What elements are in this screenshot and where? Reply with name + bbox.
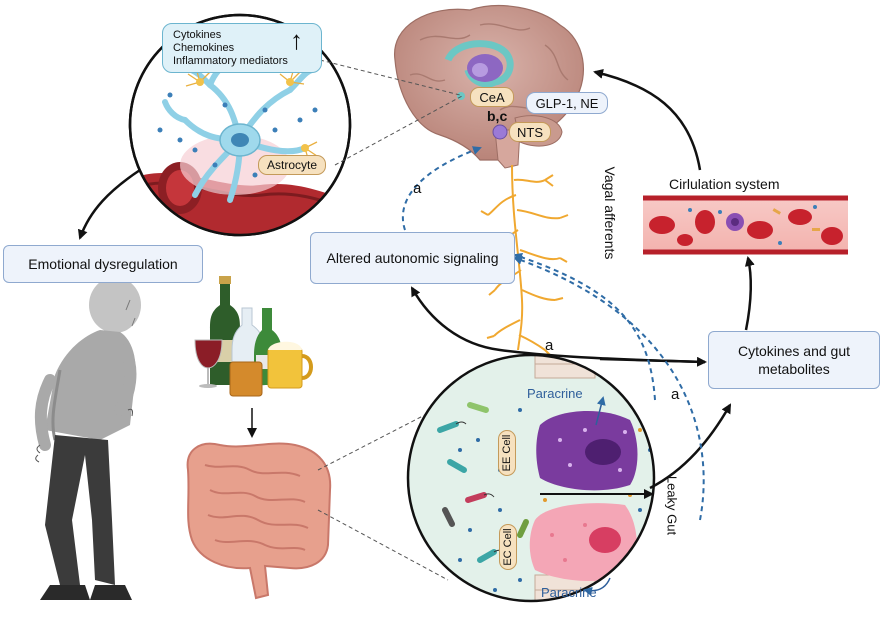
dashed-arrow-gut-to-autonomic <box>513 252 656 401</box>
mediator-chemokines: Chemokines <box>173 41 235 54</box>
arrow-astrocyte-to-emotional <box>77 168 141 240</box>
zoom-line-gut-bottom <box>317 509 449 581</box>
cea-label: CeA <box>470 87 514 107</box>
mediator-cytokines: Cytokines <box>173 28 222 41</box>
gut-bubble <box>406 353 656 603</box>
bc-label: b,c <box>487 108 508 124</box>
nts-label: NTS <box>509 122 551 142</box>
zoom-line-brain-top <box>319 59 461 96</box>
ec-cell-label: EC Cell <box>499 524 517 570</box>
leaky-gut-label: Leaky Gut <box>664 475 680 536</box>
arrow-circulation-to-brain <box>593 68 702 171</box>
emotional-dysregulation-box: Emotional dysregulation <box>3 245 203 283</box>
zoom-line-brain-bottom <box>334 95 463 166</box>
circulation-vessel <box>643 195 848 255</box>
autonomic-signaling-box: Altered autonomic signaling <box>310 232 515 284</box>
arrow-to-cytokines-box <box>599 356 707 367</box>
brain-illustration <box>394 5 584 169</box>
mediators-pill: Cytokines Chemokines Inflammatory mediat… <box>162 23 322 73</box>
intestine-illustration <box>186 442 332 600</box>
pathway-a-right-label: a <box>671 386 680 403</box>
pathway-a-left-label: a <box>413 180 422 197</box>
astrocyte-label: Astrocyte <box>258 155 326 175</box>
pathway-a-center-label: a <box>545 337 554 354</box>
increase-arrow-icon: ↑ <box>290 25 303 55</box>
cytokines-metabolites-box: Cytokines and gut metabolites <box>708 331 880 389</box>
vagal-afferents-label: Vagal afferents <box>602 166 618 260</box>
alcohol-bottles-illustration <box>194 276 313 397</box>
elderly-person-illustration <box>34 277 141 600</box>
paracrine-top-label: Paracrine <box>527 386 583 401</box>
peptides-label: GLP-1, NE <box>526 92 608 114</box>
zoom-line-gut-top <box>317 401 451 471</box>
ee-cell-label: EE Cell <box>498 430 516 476</box>
dashed-arrow-autonomic-to-nts <box>401 146 482 231</box>
mediator-inflammatory: Inflammatory mediators <box>173 54 288 67</box>
arrow-gut-to-cytokines <box>649 403 732 490</box>
paracrine-bottom-label: Paracrine <box>541 585 597 600</box>
circulation-label: Cirlulation system <box>669 176 780 192</box>
arrow-cytokines-to-circulation <box>744 256 755 331</box>
